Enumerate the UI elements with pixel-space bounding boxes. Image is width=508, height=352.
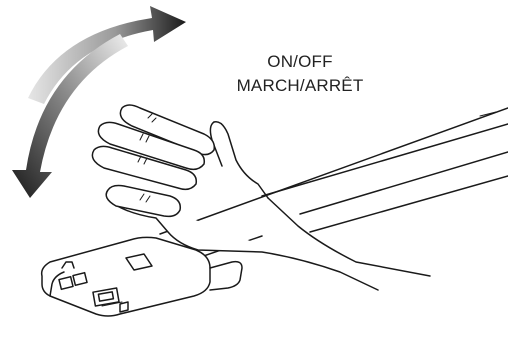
sensor-device-icon — [40, 236, 243, 317]
motion-arrow-lower — [12, 34, 128, 198]
motion-arrows-icon — [12, 6, 186, 198]
instruction-line-1: ON/OFF — [267, 52, 333, 71]
motion-arrow-upper — [28, 6, 186, 104]
hand-icon — [91, 104, 431, 291]
instruction-line-2: MARCH/ARRÊT — [236, 76, 364, 95]
